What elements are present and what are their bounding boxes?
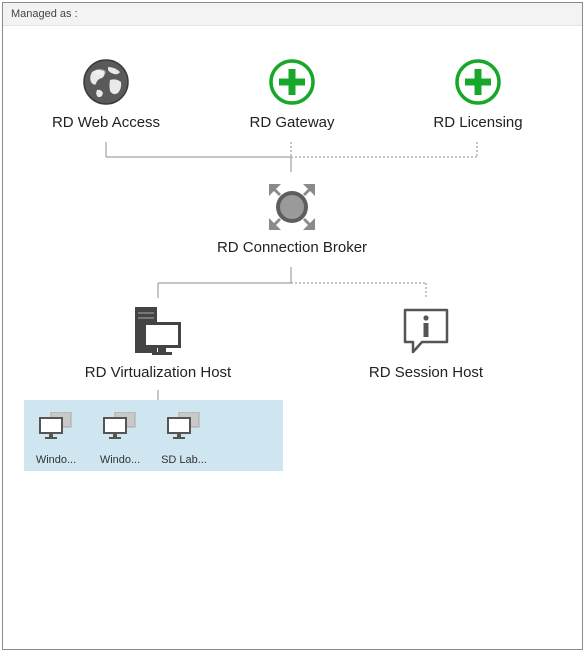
virtual-desktop-icon (167, 412, 200, 439)
add-role-icon (269, 59, 315, 105)
panel-header: Managed as : (3, 3, 582, 26)
virtual-desktop-item[interactable]: Windo... (27, 408, 85, 466)
virtual-desktop-icon (103, 412, 136, 439)
node-label-rd-licensing: RD Licensing (433, 114, 523, 131)
virtual-desktop-item[interactable]: SD Lab... (155, 408, 213, 466)
broker-icon (269, 184, 315, 230)
node-label-rd-session-host: RD Session Host (368, 364, 484, 381)
info-callout-icon (403, 308, 449, 354)
server-monitor-icon (135, 307, 181, 355)
virtual-desktop-label: SD Lab... (161, 454, 207, 466)
node-label-rd-virtualization-host: RD Virtualization Host (84, 364, 232, 381)
node-label-rd-gateway: RD Gateway (249, 114, 335, 131)
virtual-desktop-label: Windo... (35, 454, 77, 466)
managed-as-label: Managed as : (11, 8, 78, 20)
node-label-rd-connection-broker: RD Connection Broker (216, 239, 368, 256)
virtual-desktop-icon (39, 412, 72, 439)
node-label-rd-web-access: RD Web Access (51, 114, 161, 131)
virtual-desktop-label: Windo... (99, 454, 141, 466)
globe-icon (83, 59, 129, 105)
virtual-desktop-item[interactable]: Windo... (91, 408, 149, 466)
virtual-desktop-collection: Windo... Windo... SD Lab... (24, 400, 283, 471)
add-role-icon (455, 59, 501, 105)
